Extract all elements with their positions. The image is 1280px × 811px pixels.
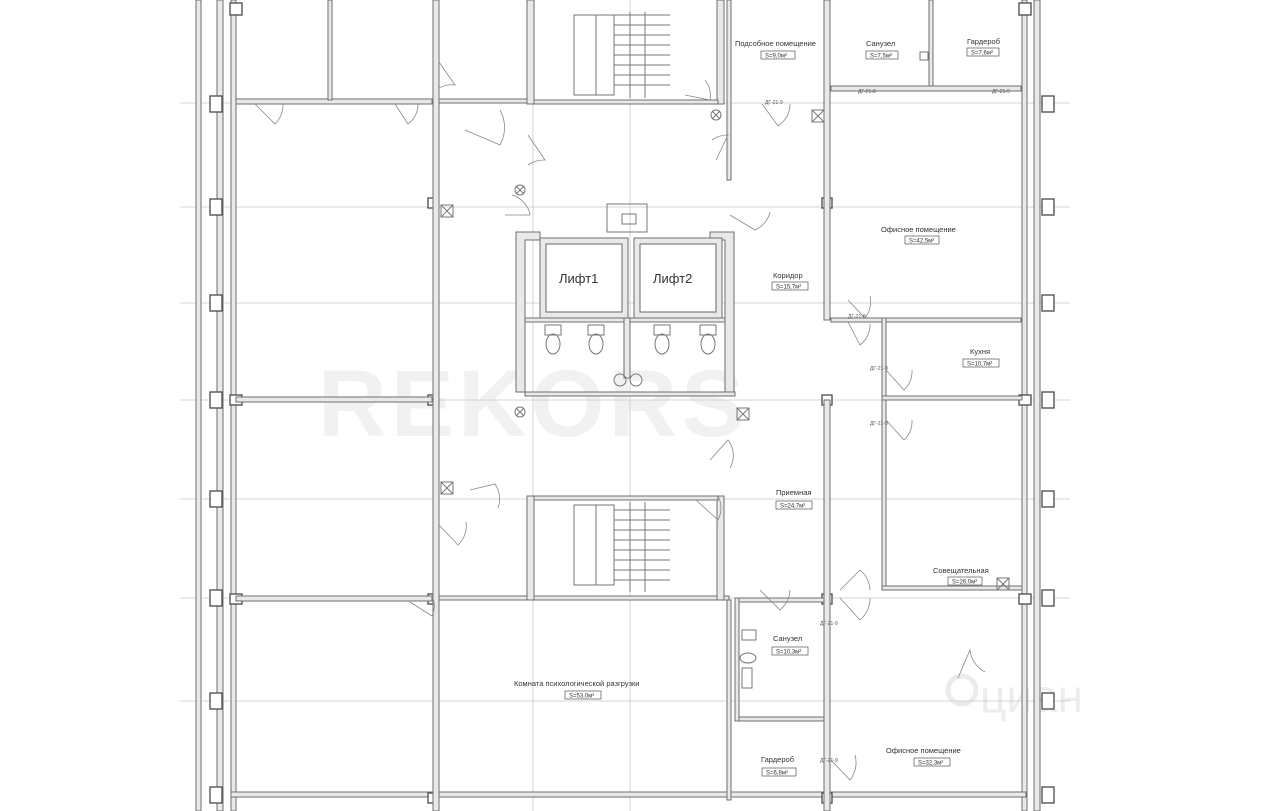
svg-text:S=7,6м²: S=7,6м² [971, 51, 993, 57]
svg-text:S=9,0м²: S=9,0м² [765, 54, 787, 60]
room-soveshch: Совещательная S=26,0м² [933, 566, 989, 586]
room-priemnaya: Приемная S=24,7м² [775, 488, 813, 510]
svg-text:Подсобное помещение: Подсобное помещение [735, 39, 816, 48]
svg-text:ДГ-21-9: ДГ-21-9 [870, 366, 888, 372]
room-podsob: Подсобное помещение S=9,0м² [735, 39, 816, 60]
svg-text:S=15,7м²: S=15,7м² [776, 285, 801, 291]
svg-text:ДГ-21-9: ДГ-21-9 [765, 100, 783, 106]
room-koridor: Коридор S=15,7м² [771, 271, 809, 291]
room-garderob-1: Гардероб S=7,6м² [966, 37, 1000, 57]
svg-text:Гардероб: Гардероб [967, 37, 1000, 46]
service-markers [440, 109, 1010, 591]
svg-text:ДГ-21-8: ДГ-21-8 [848, 314, 866, 320]
svg-text:S=26,0м²: S=26,0м² [952, 580, 977, 586]
cian-watermark: циан [945, 670, 1083, 722]
sanitary-fixtures [739, 629, 757, 689]
svg-text:ДГ-21-9: ДГ-21-9 [870, 421, 888, 427]
svg-text:ДГ-21-9: ДГ-21-9 [820, 621, 838, 627]
svg-text:циан: циан [980, 670, 1083, 722]
door-marks: ДГ-21-9 ДГ-21-8 ДГ-21-9 ДГ-21-8 ДГ-21-9 … [765, 89, 1010, 764]
room-sanuzel-2: Санузел S=10,3м² [771, 634, 809, 656]
elevator-core: Лифт1 Лифт2 [515, 203, 736, 397]
svg-text:Санузел: Санузел [773, 634, 802, 643]
door-swings [254, 51, 986, 781]
svg-text:S=7,5м²: S=7,5м² [870, 54, 892, 60]
svg-text:Приемная: Приемная [776, 488, 811, 497]
svg-text:ДГ-21-9: ДГ-21-9 [820, 758, 838, 764]
svg-text:Гардероб: Гардероб [761, 755, 794, 764]
svg-text:S=53,0м²: S=53,0м² [569, 694, 594, 700]
svg-text:ДГ-21-8: ДГ-21-8 [858, 89, 876, 95]
room-garderob-2: Гардероб S=6,8м² [761, 755, 797, 777]
svg-text:Офисное помещение: Офисное помещение [881, 225, 956, 234]
svg-text:S=24,7м²: S=24,7м² [780, 504, 805, 510]
svg-text:ДГ-21-9: ДГ-21-9 [992, 89, 1010, 95]
svg-text:Совещательная: Совещательная [933, 566, 989, 575]
stairwell-bottom [526, 495, 725, 601]
svg-text:Комната психологической разгру: Комната психологической разгрузки [514, 679, 640, 688]
room-komnata: Комната психологической разгрузки S=53,0… [514, 679, 640, 700]
svg-text:Коридор: Коридор [773, 271, 803, 280]
svg-text:S=32,3м²: S=32,3м² [918, 761, 943, 767]
svg-text:S=10,7м²: S=10,7м² [967, 362, 992, 368]
rekors-watermark: REKORS [318, 351, 748, 457]
svg-text:Офисное помещение: Офисное помещение [886, 746, 961, 755]
lift1-label: Лифт1 [559, 271, 598, 286]
room-kuhnya: Кухня S=10,7м² [962, 347, 1000, 368]
room-sanuzel-1: Санузел S=7,5м² [865, 39, 899, 60]
svg-text:Кухня: Кухня [970, 347, 990, 356]
stairwell-top [526, 0, 725, 105]
interior-walls [235, 0, 1023, 811]
room-office-1: Офисное помещение S=42,5м² [881, 225, 956, 245]
lift2-label: Лифт2 [653, 271, 692, 286]
svg-text:Санузел: Санузел [866, 39, 895, 48]
room-office-2: Офисное помещение S=32,3м² [886, 746, 961, 767]
svg-text:S=10,3м²: S=10,3м² [776, 650, 801, 656]
svg-text:S=6,8м²: S=6,8м² [766, 771, 788, 777]
svg-text:S=42,5м²: S=42,5м² [909, 239, 934, 245]
